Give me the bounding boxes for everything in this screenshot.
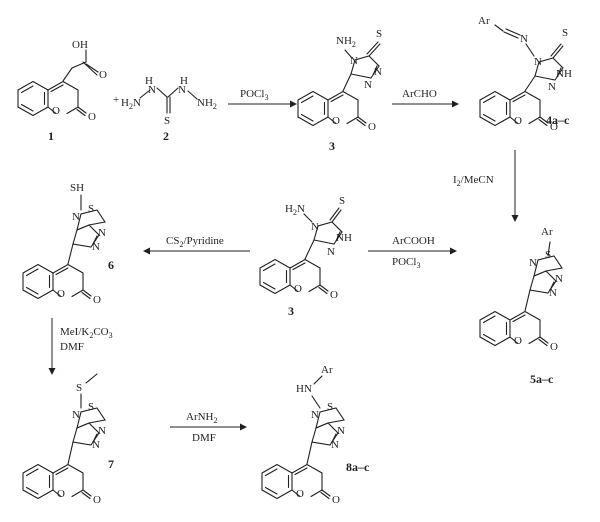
arrow-step-7: ArNH2 DMF [170,411,247,444]
reagent-i2-mecn: I2/MeCN [453,174,494,188]
compound-3-center: O O S N NH N H2N 3 [259,195,352,318]
svg-text:O: O [332,115,340,127]
svg-text:N: N [92,241,100,253]
nh2-right: NH2 [197,97,217,111]
label-compound-4: 4a–c [546,113,570,127]
arrow-step-1: POCl3 [228,88,297,108]
amino-group-center: H2N [285,203,305,217]
svg-text:N: N [350,55,358,67]
label-compound-5: 5a–c [530,372,554,386]
svg-text:N: N [548,81,556,93]
svg-text:N: N [311,221,319,233]
compound-1: O O OH O 1 [17,39,107,143]
label-compound-1: 1 [48,129,54,143]
carbonyl-oxygen: O [88,111,96,123]
svg-text:N: N [92,439,100,451]
reagent-dmf-2: DMF [192,432,216,444]
svg-text:S: S [376,28,382,40]
svg-text:N: N [98,227,106,239]
svg-text:O: O [368,121,376,133]
compound-3: O O S NH2 N N N 3 [297,28,382,153]
svg-text:O: O [514,335,522,347]
aryl-label-8: Ar [321,364,333,376]
reagent-archo: ArCHO [402,88,437,100]
svg-text:N: N [311,409,319,421]
acid-oxygen: O [99,69,107,81]
svg-text:O: O [332,494,340,506]
arrow-step-6: MeI/K2CO3 DMF [48,318,113,375]
svg-text:O: O [550,341,558,353]
thioether-s: S [76,382,82,394]
svg-text:O: O [550,121,558,133]
reagent-pocl3-1: POCl3 [240,88,268,102]
svg-text:S: S [339,195,345,207]
svg-text:N: N [337,425,345,437]
svg-text:N: N [534,56,542,68]
svg-text:N: N [178,84,186,96]
reagent-cs2-pyridine: CS2/Pyridine [166,235,224,249]
svg-text:NH: NH [336,232,352,244]
svg-text:O: O [93,494,101,506]
svg-text:O: O [294,283,302,295]
label-compound-3-center: 3 [288,304,294,318]
label-compound-6: 6 [108,258,114,272]
svg-text:N: N [555,273,563,285]
svg-text:O: O [93,294,101,306]
ring-oxygen: O [52,105,60,117]
arrow-step-3: I2/MeCN [453,150,519,222]
thiol-sh: SH [70,182,84,194]
svg-text:S: S [327,401,333,413]
svg-text:N: N [529,257,537,269]
reagent-mei-k2co3: MeI/K2CO3 [60,326,113,340]
svg-text:N: N [549,287,557,299]
arrow-step-4: CS2/Pyridine [143,235,250,255]
svg-text:H: H [180,75,188,87]
amino-group: NH2 [336,35,356,49]
arrow-step-2: ArCHO [392,88,459,108]
reagent-arcooh: ArCOOH [392,235,435,247]
compound-2: H2N H N S H N NH2 2 [121,75,217,143]
svg-text:N: N [148,84,156,96]
h2n-left: H2N [121,97,141,111]
svg-text:N: N [331,439,339,451]
svg-text:N: N [520,33,528,45]
label-compound-8: 8a–c [346,460,370,474]
compound-7: O O N S N N S 7 [22,373,114,506]
svg-text:O: O [57,288,65,300]
amine-hn: HN [296,383,312,395]
compound-6: O O N S N N SH 6 [22,182,114,306]
label-compound-3: 3 [329,139,335,153]
svg-text:O: O [514,115,522,127]
hydroxyl-label: OH [72,39,88,51]
compound-5: O O N S N N Ar 5a–c [479,226,563,386]
svg-text:NH: NH [556,68,572,80]
svg-text:O: O [296,488,304,500]
label-compound-2: 2 [163,129,169,143]
compound-4: O O S N NH N N Ar 4a–c [478,15,572,133]
svg-text:N: N [374,66,382,78]
svg-text:S: S [88,401,94,413]
svg-text:N: N [72,211,80,223]
thione-s: S [164,115,170,127]
svg-text:S: S [562,27,568,39]
reagent-pocl3-2: POCl3 [392,256,420,270]
label-compound-7: 7 [108,457,114,471]
nh-left: H [145,75,153,87]
aryl-label-4: Ar [478,15,490,27]
svg-text:N: N [98,425,106,437]
svg-text:N: N [72,409,80,421]
plus-sign: + [113,94,119,106]
compound-8: O O N S N N HN Ar 8a–c [261,364,370,506]
reagent-dmf-1: DMF [60,341,84,353]
svg-text:N: N [327,246,335,258]
arrow-step-5: ArCOOH POCl3 [368,235,457,270]
svg-text:S: S [88,203,94,215]
aryl-label-5: Ar [541,226,553,238]
reagent-arnh2: ArNH2 [186,411,218,425]
svg-text:O: O [330,289,338,301]
svg-text:N: N [364,79,372,91]
svg-text:O: O [57,488,65,500]
